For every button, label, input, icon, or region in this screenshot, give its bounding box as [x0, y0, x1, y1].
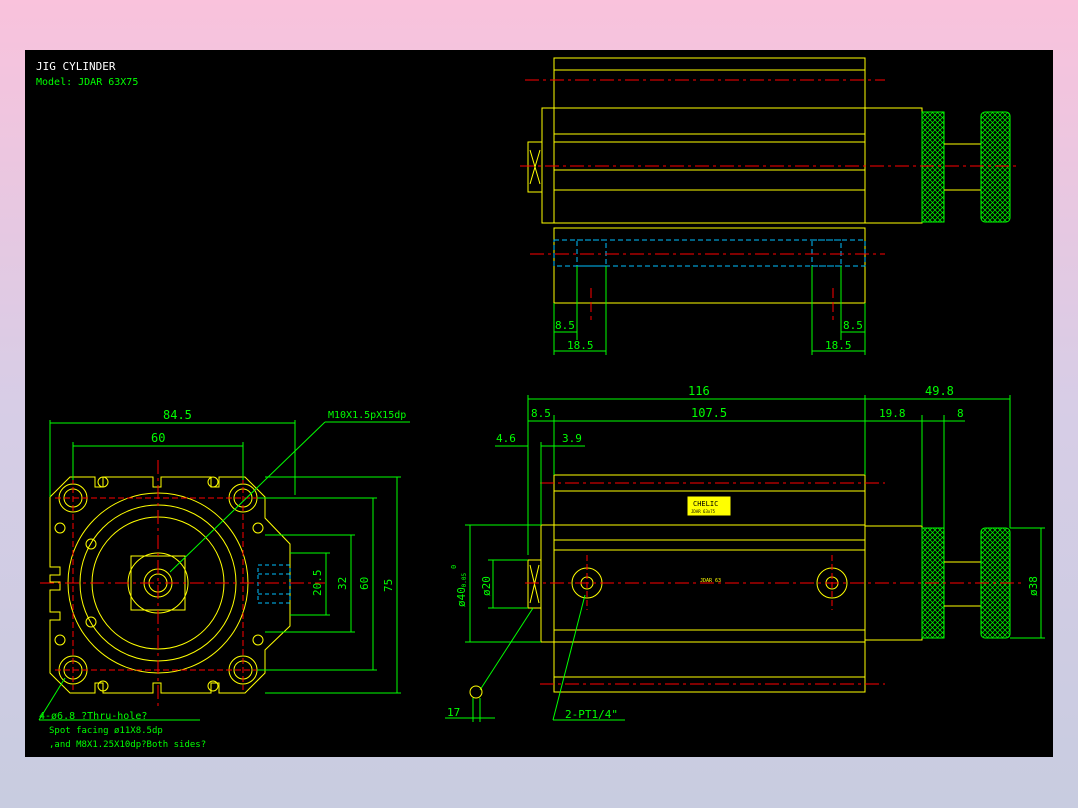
dim-4-6: 4.6 [496, 432, 516, 445]
hole-note-line-2: Spot facing ø11X8.5dp [49, 726, 163, 736]
top-view [520, 57, 1020, 355]
front-view [38, 420, 410, 721]
body-marking: JDAR 63 [700, 578, 721, 584]
dim-dia-38: ø38 [1027, 576, 1040, 596]
dim-dia-40-tol-upper: 0 [450, 565, 458, 569]
dim-head-49-8: 49.8 [925, 384, 954, 398]
dim-port-20-5: 20.5 [311, 570, 324, 597]
brand-logo-subtext: JDAR 63x75 [691, 509, 716, 514]
dim-dia-20: ø20 [480, 576, 493, 596]
dim-body-107-5: 107.5 [691, 406, 727, 420]
thread-callout: M10X1.5pX15dp [328, 410, 406, 421]
dim-cap-8-5: 8.5 [531, 407, 551, 420]
cad-drawing-canvas: JIG CYLINDER Model: JDAR 63X75 [25, 50, 1053, 757]
dim-32: 32 [336, 577, 349, 590]
brand-logo: CHELIC [693, 500, 718, 508]
hole-note-line-3: ,and M8X1.25X10dp?Both sides? [49, 740, 206, 750]
drawing-title: JIG CYLINDER [36, 60, 116, 73]
hole-note-line-1: 4-ø6.8 ?Thru-hole? [39, 711, 147, 722]
cad-drawing: JIG CYLINDER Model: JDAR 63X75 [36, 57, 1045, 750]
dim-top-left-inner: 8.5 [555, 319, 575, 332]
dim-top-left-outer: 18.5 [567, 339, 594, 352]
dim-bolt-pitch-vertical-60: 60 [358, 577, 371, 590]
model-label: Model: JDAR 63X75 [36, 77, 138, 88]
dim-dia-40-tol-lower: -0.05 [461, 573, 468, 591]
side-view [445, 395, 1045, 722]
dim-head-19-8: 19.8 [879, 407, 906, 420]
dim-3-9: 3.9 [562, 432, 582, 445]
dim-top-right-outer: 18.5 [825, 339, 852, 352]
dim-knurl-8: 8 [957, 407, 964, 420]
port-callout: 2-PT1/4" [565, 708, 618, 721]
dim-height-75: 75 [382, 579, 395, 592]
dim-dia-40: ø40 [455, 587, 468, 607]
dim-width-84-5: 84.5 [163, 408, 192, 422]
dim-17: 17 [447, 706, 460, 719]
dim-overall-116: 116 [688, 384, 710, 398]
dim-bolt-pitch-60: 60 [151, 431, 165, 445]
dim-top-right-inner: 8.5 [843, 319, 863, 332]
